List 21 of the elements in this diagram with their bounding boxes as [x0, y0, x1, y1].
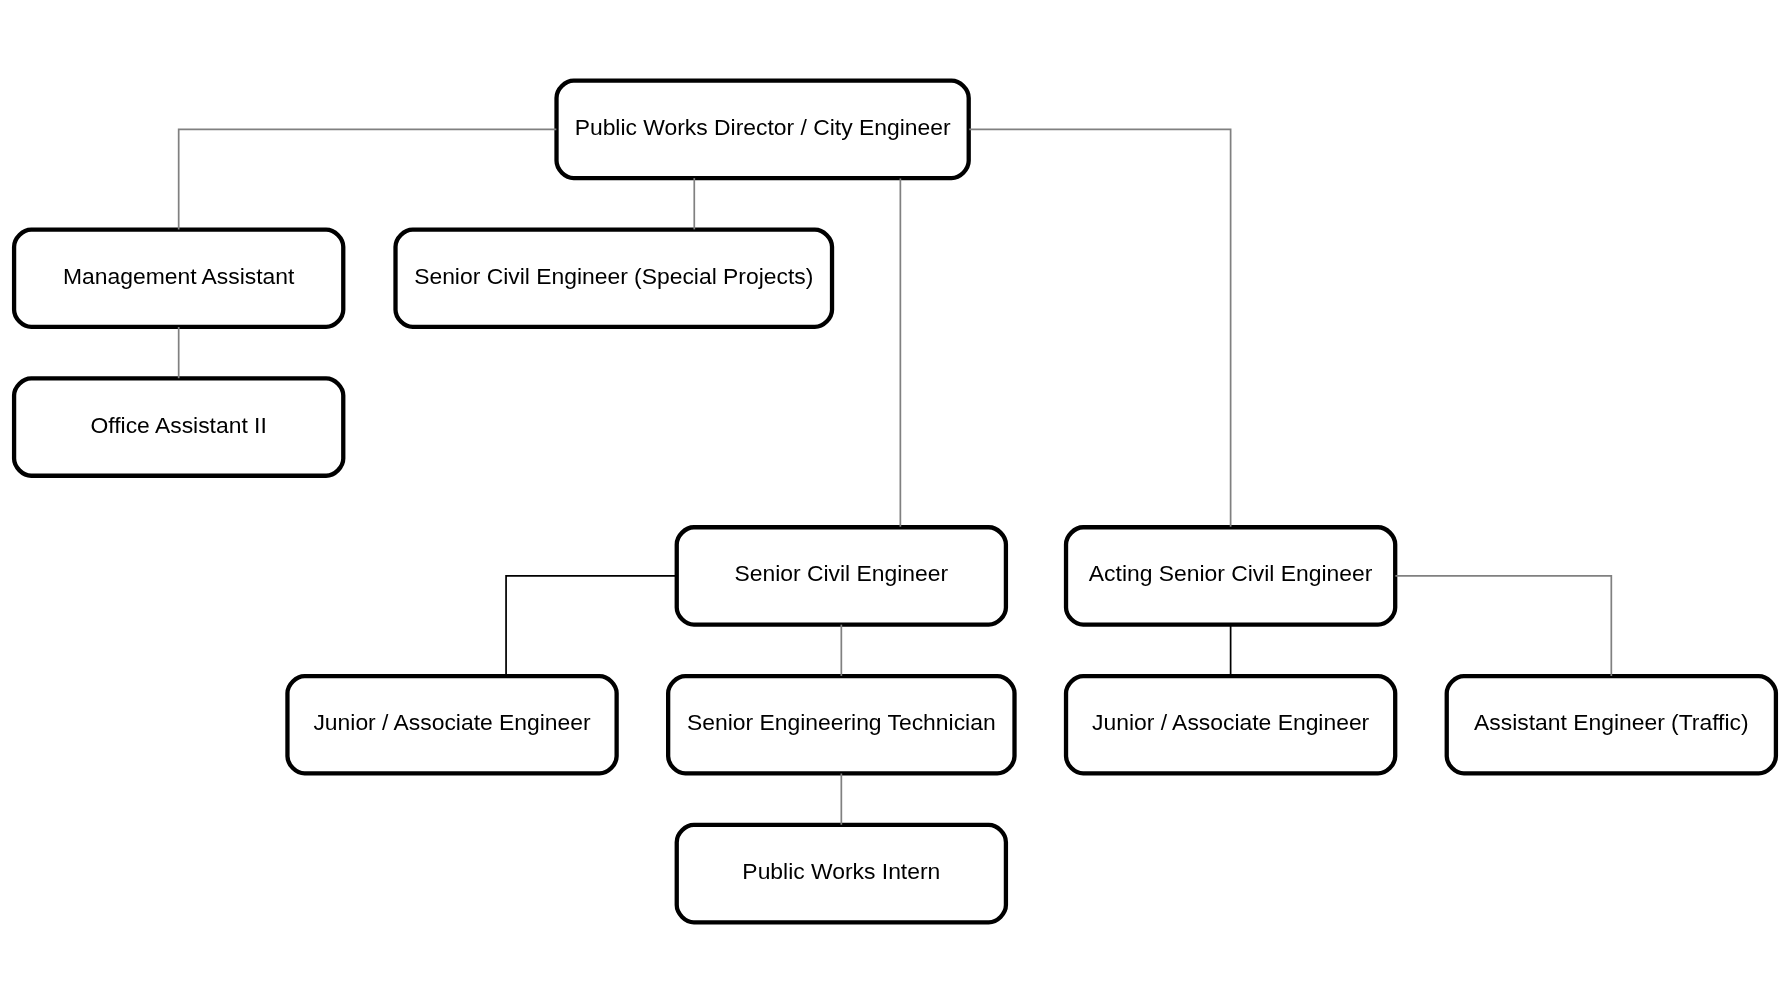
- node-box: Junior / Associate Engineer: [1063, 673, 1398, 776]
- connector: [1394, 575, 1613, 677]
- node-box: Senior Engineering Technician: [666, 673, 1017, 776]
- connector: [1229, 623, 1232, 677]
- node-box: Public Works Director / City Engineer: [554, 78, 971, 181]
- connector: [693, 177, 696, 231]
- node-box: Acting Senior Civil Engineer: [1063, 525, 1398, 627]
- connector: [177, 326, 180, 380]
- connector: [899, 177, 902, 528]
- connector: [840, 623, 843, 677]
- node-box: Senior Civil Engineer: [674, 525, 1009, 627]
- node-box: Senior Civil Engineer (Special Projects): [393, 227, 835, 330]
- connector: [968, 128, 1232, 528]
- connector: [177, 128, 558, 231]
- node-box: Assistant Engineer (Traffic): [1444, 673, 1779, 776]
- node-box: Junior / Associate Engineer: [285, 673, 619, 776]
- node-box: Public Works Intern: [674, 822, 1009, 925]
- connector: [505, 575, 678, 677]
- node-box: Office Assistant II: [11, 376, 346, 478]
- connector: [840, 772, 843, 826]
- node-box: Management Assistant: [11, 227, 346, 330]
